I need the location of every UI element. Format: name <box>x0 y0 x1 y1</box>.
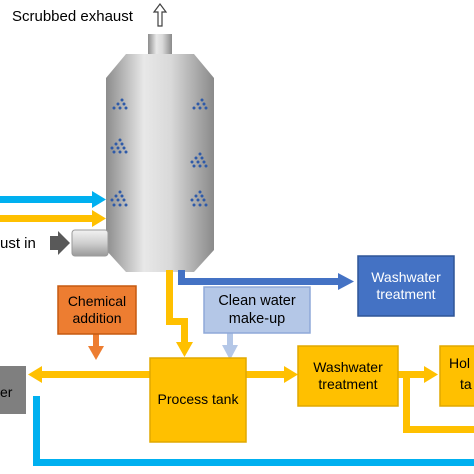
scrubbed-exhaust-label: Scrubbed exhaust <box>12 8 133 25</box>
exhaust-inlet-pipe <box>50 229 109 257</box>
washwater-treatment-top-box <box>357 255 455 317</box>
washwater-treatment-bottom-label: Washwater treatment <box>298 346 398 406</box>
water-inlet-arrow-blue <box>0 191 106 208</box>
scrubbed-exhaust-arrow <box>152 3 168 27</box>
clean-water-box <box>203 286 311 334</box>
spray-nozzle-icon <box>110 190 128 207</box>
washwater-treatment-top-line2: treatment <box>376 286 436 302</box>
washwater-treatment-bottom-line2: treatment <box>318 376 378 392</box>
to-holding-tank-line <box>398 366 474 433</box>
chemical-addition-label: Chemical addition <box>58 286 136 334</box>
chemical-addition-box <box>57 285 137 335</box>
spray-nozzles <box>110 98 208 207</box>
recirculation-loop-line <box>33 396 474 466</box>
process-tank-label: Process tank <box>150 358 246 442</box>
clean-water-label: Clean water make-up <box>204 287 310 333</box>
process-tank-box <box>149 357 247 443</box>
clean-water-line1: Clean water <box>218 292 296 309</box>
washwater-treatment-bottom-box <box>297 345 399 407</box>
washwater-treatment-top-line1: Washwater <box>371 268 441 285</box>
spray-nozzle-icon <box>190 190 208 207</box>
spray-nozzle-icon <box>192 98 208 110</box>
chemical-addition-line2: addition <box>72 310 122 326</box>
return-to-scrubber-line <box>28 366 150 383</box>
spray-nozzle-icon <box>112 98 128 110</box>
clean-water-arrow <box>222 333 238 360</box>
tower-drain-line <box>166 270 193 357</box>
water-inlet-arrow-yellow <box>0 210 106 227</box>
holding-tank-line1: Hol <box>449 355 471 371</box>
holding-tank-box <box>439 345 474 407</box>
spray-nozzle-icon <box>190 152 208 168</box>
to-washwater-treatment-line <box>246 366 298 383</box>
spray-nozzle-icon <box>110 138 128 154</box>
exhaust-in-label: ust in <box>0 235 36 252</box>
left-unit-box <box>0 366 26 414</box>
clean-water-line2: make-up <box>228 311 286 327</box>
holding-tank-line2: ta <box>460 376 472 392</box>
left-unit-label: er <box>0 384 13 400</box>
scrubber-tower <box>106 34 214 272</box>
process-tank-text: Process tank <box>157 391 239 408</box>
chemical-addition-arrow <box>88 334 104 360</box>
washwater-treatment-bottom-line1: Washwater <box>313 358 383 375</box>
bleed-off-line <box>178 270 354 290</box>
chemical-addition-line1: Chemical <box>67 292 127 309</box>
washwater-treatment-top-label: Washwater treatment <box>358 256 454 316</box>
